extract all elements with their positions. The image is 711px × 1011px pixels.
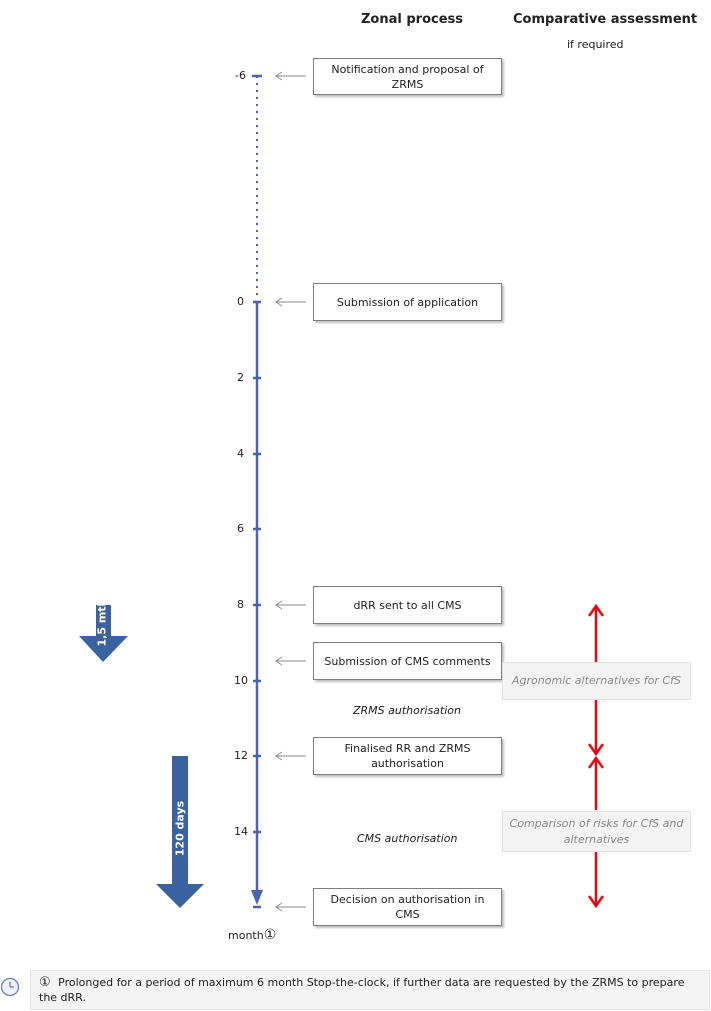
comparative-assessment-header: Comparative assessment xyxy=(513,12,698,27)
footnote-marker: ① xyxy=(39,975,51,990)
tick-label: 14 xyxy=(234,825,248,838)
axis-unit-label: month① xyxy=(228,927,276,943)
short-duration-arrow xyxy=(79,605,128,662)
zonal-process-header: Zonal process xyxy=(361,12,464,27)
tick-label: 12 xyxy=(234,749,248,762)
timeline-arrowhead xyxy=(251,890,263,905)
footnote-panel: ① Prolonged for a period of maximum 6 mo… xyxy=(30,970,710,1010)
tick-label: 2 xyxy=(237,371,244,384)
axis-unit-text: month xyxy=(228,929,264,942)
drr-box: dRR sent to all CMS xyxy=(313,586,502,624)
long-duration-label: 120 days xyxy=(173,800,187,857)
tick-label: 0 xyxy=(237,295,244,308)
clock-icon xyxy=(0,977,20,997)
tick-label: 6 xyxy=(237,522,244,535)
short-duration-label: 1,5 mth xyxy=(95,598,109,647)
notification-box: Notification and proposal of ZRMS xyxy=(313,58,502,95)
footnote-text: Prolonged for a period of maximum 6 mont… xyxy=(39,976,685,1004)
comparative-subheader: if required xyxy=(567,38,624,51)
submission-box: Submission of application xyxy=(313,283,502,321)
agronomic-alternatives-box: Agronomic alternatives for CfS xyxy=(502,662,691,700)
pointer-arrows xyxy=(275,71,306,912)
decision-box: Decision on authorisation in CMS xyxy=(313,888,502,926)
tick-label: -6 xyxy=(235,69,246,82)
zrms-authorisation-label: ZRMS authorisation xyxy=(353,704,461,717)
footnote-marker-icon: ① xyxy=(263,927,277,943)
tick-label: 4 xyxy=(237,447,244,460)
red-arrow-agronomic xyxy=(587,603,605,757)
risk-comparison-box: Comparison of risks for CfS and alternat… xyxy=(502,811,691,852)
cms-authorisation-label: CMS authorisation xyxy=(357,832,458,845)
tick-label: 10 xyxy=(234,674,248,687)
long-duration-arrow xyxy=(156,756,204,908)
red-arrow-risks xyxy=(587,755,605,909)
finalised-box: Finalised RR and ZRMS authorisation xyxy=(313,737,502,775)
tick-markers xyxy=(252,74,262,909)
tick-label: 8 xyxy=(237,598,244,611)
cms-comments-box: Submission of CMS comments xyxy=(313,642,502,680)
